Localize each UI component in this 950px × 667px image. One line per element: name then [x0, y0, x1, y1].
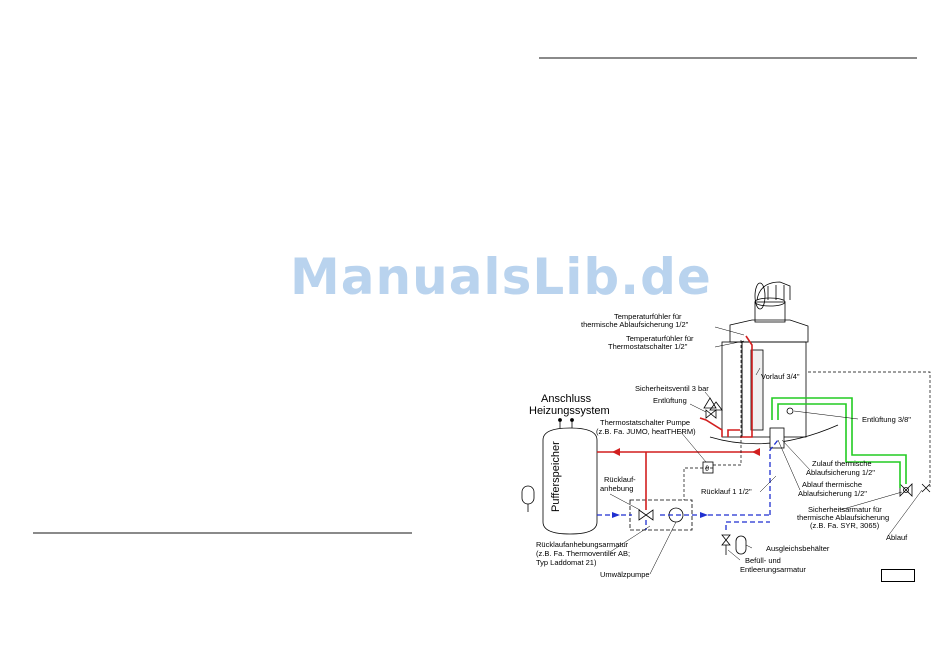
label-return-fitting-2: (z.B. Fa. Thermoventiler AB; — [536, 549, 630, 558]
leader-lines — [609, 326, 923, 575]
label-thermostat-pump-1: Thermostatschalter Pumpe — [600, 418, 690, 427]
label-temp-sensor-drain-2: thermische Ablaufsicherung 1/2" — [581, 320, 689, 329]
label-drain: Ablauf — [886, 533, 908, 542]
fill-drain-valve — [721, 534, 731, 546]
return-arrow-1 — [612, 512, 620, 518]
bottom-left-rule — [33, 532, 412, 534]
label-thermostat-pump-2: (z.B. Fa. JUMO, heatTHERM) — [596, 427, 696, 436]
label-vent-38: Entlüftung 3/8" — [862, 415, 911, 424]
label-temp-sensor-thermostat-1: Temperaturfühler für — [626, 334, 694, 343]
flow-arrow-left — [612, 448, 620, 456]
label-return: Rücklauf 1 1/2" — [701, 487, 752, 496]
safety-valve — [703, 397, 723, 419]
expansion-vessel — [735, 535, 747, 555]
label-inlet-drain-1: Zulauf thermische — [812, 459, 872, 468]
tank-expansion-vessel — [521, 485, 535, 512]
label-outlet-drain-2: Ablaufsicherung 1/2" — [798, 489, 867, 498]
svg-text:ϑ: ϑ — [705, 464, 710, 473]
label-return-raise-1: Rücklauf- — [604, 475, 636, 484]
thermostat-box — [702, 461, 714, 474]
label-inlet-drain-2: Ablaufsicherung 1/2" — [806, 468, 875, 477]
label-temp-sensor-thermostat-2: Thermostatschalter 1/2" — [608, 342, 688, 351]
label-expansion: Ausgleichsbehälter — [766, 544, 830, 553]
top-right-rule — [539, 57, 917, 59]
page-number-box — [881, 569, 915, 582]
return-arrow-2 — [700, 512, 708, 518]
label-fill-drain-2: Entleerungsarmatur — [740, 565, 806, 574]
label-fill-drain-1: Befüll- und — [745, 556, 781, 565]
label-temp-sensor-drain-1: Temperaturfühler für — [614, 312, 682, 321]
flow-lines — [597, 335, 760, 510]
drain-lines — [771, 397, 907, 488]
safety-fitting — [899, 483, 913, 497]
flow-arrow-right — [752, 448, 760, 456]
label-return-raise-2: anhebung — [600, 484, 633, 493]
label-safety-fitting-1: Sicherheitsarmatur für — [808, 505, 882, 514]
label-pump: Umwälzpumpe — [600, 570, 650, 579]
label-safety-fitting-2: thermische Ablaufsicherung — [797, 513, 889, 522]
label-vent: Entlüftung — [653, 396, 687, 405]
label-buffer: Pufferspeicher — [550, 441, 562, 512]
label-return-fitting-3: Typ Laddomat 21) — [536, 558, 597, 567]
watermark: ManualsLib.de — [290, 248, 712, 306]
mixing-valve — [638, 509, 654, 521]
label-outlet-drain-1: Ablauf thermische — [802, 480, 862, 489]
boiler-unit — [709, 319, 839, 449]
label-connection-1: Anschluss — [541, 393, 592, 405]
buffer-tank — [542, 418, 598, 535]
sensor-lines — [683, 340, 931, 500]
flue-pipe — [754, 281, 791, 323]
label-return-fitting-1: Rücklaufanhebungsarmatur — [536, 540, 629, 549]
label-safety-valve: Sicherheitsventil 3 bar — [635, 384, 709, 393]
label-safety-fitting-3: (z.B. Fa. SYR, 3065) — [810, 521, 880, 530]
label-connection-2: Heizungssystem — [529, 405, 610, 417]
label-flow: Vorlauf 3/4" — [761, 372, 800, 381]
